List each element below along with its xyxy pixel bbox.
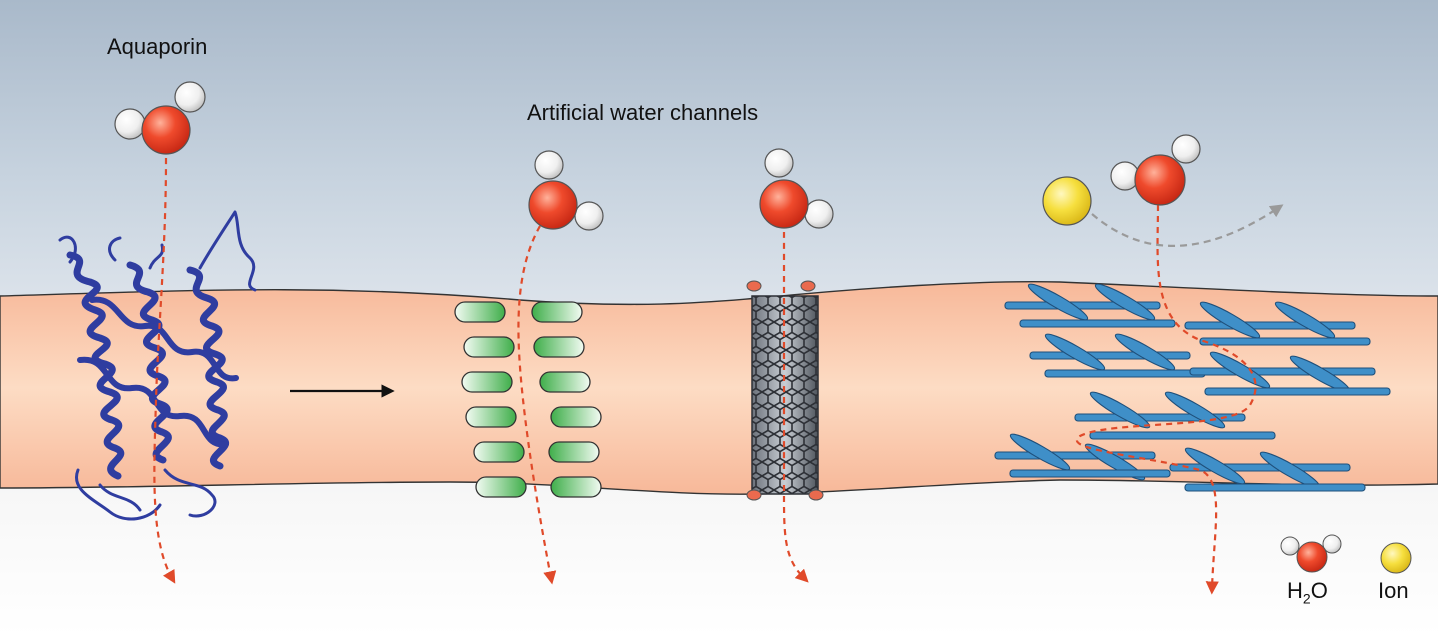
water-path-aquaporin bbox=[153, 157, 176, 584]
water-molecule-icon bbox=[114, 81, 206, 155]
artificial-channels-label: Artificial water channels bbox=[527, 100, 759, 125]
water-path-nanotube bbox=[782, 232, 809, 583]
legend-water-h: H bbox=[1287, 578, 1303, 603]
ion-icon bbox=[1042, 176, 1092, 226]
water-molecule-icon bbox=[759, 148, 834, 229]
water-molecule-icon bbox=[528, 150, 604, 231]
pillar-channel bbox=[454, 301, 602, 498]
water-path-sheets bbox=[1076, 204, 1257, 595]
aquaporin-label: Aquaporin bbox=[107, 34, 208, 59]
legend-water-label: H2O bbox=[1287, 578, 1328, 606]
legend-water-molecule-icon bbox=[1280, 534, 1342, 573]
water-molecule-icon bbox=[1110, 134, 1201, 206]
legend-ion-icon bbox=[1380, 542, 1412, 574]
stacked-sheet-icon bbox=[994, 283, 1391, 492]
ion-path bbox=[1091, 204, 1284, 247]
legend-ion-label: Ion bbox=[1378, 578, 1409, 603]
carbon-nanotube-icon bbox=[746, 280, 824, 501]
legend-water-o: O bbox=[1310, 578, 1328, 603]
water-path-pillar bbox=[517, 225, 557, 585]
legend-water-sub: 2 bbox=[1302, 590, 1311, 607]
